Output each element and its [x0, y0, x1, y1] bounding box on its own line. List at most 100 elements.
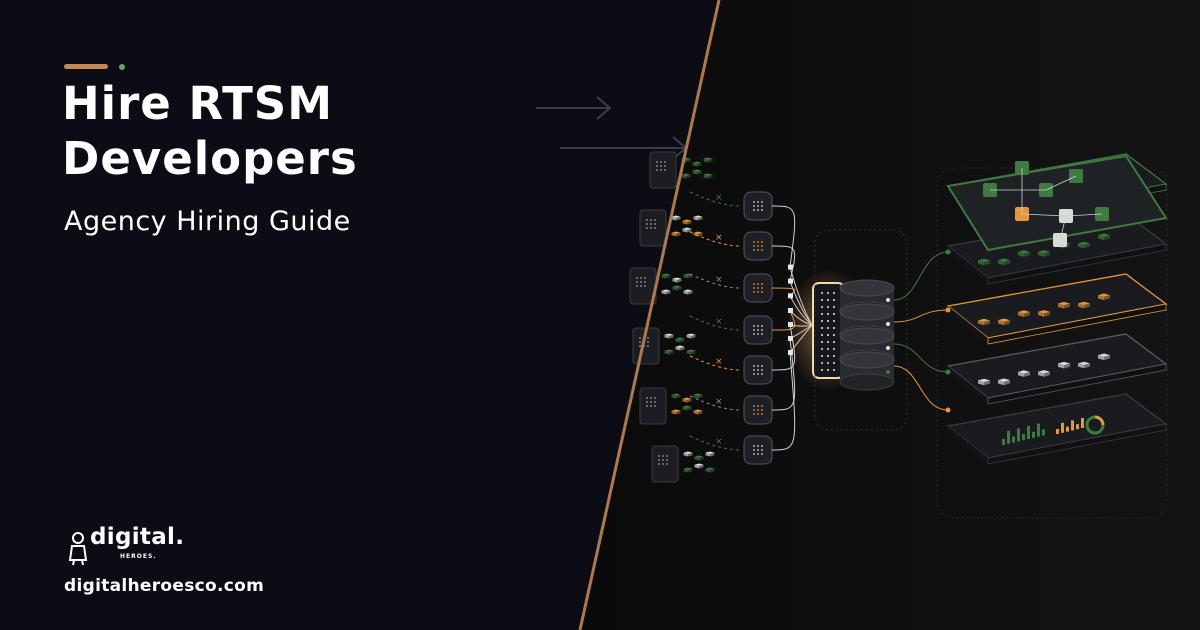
- server-card-icon: [639, 209, 667, 247]
- grid-dot: [757, 325, 759, 327]
- logo-icon: [68, 532, 88, 566]
- grid-dot: [646, 405, 648, 407]
- cube-right: [669, 334, 674, 339]
- grid-dot: [753, 325, 755, 327]
- cube-right: [1104, 355, 1110, 361]
- cube-top: [1038, 310, 1050, 314]
- x-marker: ×: [715, 437, 723, 447]
- connector-line: [689, 395, 741, 411]
- grid-dot: [656, 161, 658, 163]
- cube-tile: [998, 318, 1010, 326]
- cube-left: [1018, 251, 1024, 257]
- x-marker: ×: [715, 397, 723, 407]
- db-led: [886, 370, 890, 374]
- grid-dot: [753, 409, 755, 411]
- cube-tile: [692, 161, 702, 167]
- grid-dot: [833, 341, 835, 343]
- cube-right: [677, 278, 682, 283]
- grid-dot: [757, 373, 759, 375]
- grid-dot: [650, 397, 652, 399]
- grid-dot: [639, 341, 641, 343]
- cube-top: [692, 161, 702, 164]
- grid-dot: [833, 313, 835, 315]
- grid-dot: [636, 277, 638, 279]
- cube-top: [682, 219, 692, 222]
- grid-dot: [833, 327, 835, 329]
- grid-dot: [646, 219, 648, 221]
- cube-top: [998, 258, 1010, 262]
- cube-tile: [694, 463, 704, 469]
- grid-dot: [664, 169, 666, 171]
- cube-left: [692, 170, 697, 175]
- platform-edge: [948, 246, 988, 284]
- grid-dot: [761, 449, 763, 451]
- cube-left: [682, 398, 687, 403]
- cube-left: [1058, 303, 1064, 309]
- cube-tile: [686, 349, 696, 355]
- cube-left: [703, 158, 708, 163]
- cube-tile: [693, 393, 703, 399]
- grid-dot: [753, 365, 755, 367]
- cube-right: [1024, 251, 1030, 257]
- grid-dot: [757, 409, 759, 411]
- grid-dot: [827, 320, 829, 322]
- platform-edge: [948, 366, 988, 404]
- grid-dot: [761, 333, 763, 335]
- grid-dot: [827, 341, 829, 343]
- cube-tile: [675, 337, 685, 343]
- cube-top: [1098, 233, 1110, 237]
- website-link[interactable]: digitalheroesco.com: [64, 576, 265, 596]
- connector-line: [689, 191, 741, 207]
- cube-right: [1004, 320, 1010, 326]
- cube-tile: [1078, 301, 1090, 309]
- grid-dot: [647, 345, 649, 347]
- platform-edge: [987, 303, 1167, 345]
- grid-dot: [650, 401, 652, 403]
- cube-right: [708, 174, 713, 179]
- cube-tile: [682, 405, 692, 411]
- cube-right: [1004, 260, 1010, 266]
- flow-line: [893, 309, 949, 323]
- page-title: Hire RTSM Developers: [62, 77, 358, 185]
- junction-dot: [945, 307, 951, 313]
- grid-dot: [821, 369, 823, 371]
- junction-dot: [788, 264, 793, 270]
- database-icon: [839, 279, 895, 391]
- flow-edge: [1021, 213, 1067, 217]
- grid-dot: [827, 355, 829, 357]
- cube-tile: [1018, 310, 1030, 317]
- cube-tile: [683, 467, 693, 473]
- cube-tile: [703, 173, 713, 179]
- cube-right: [708, 158, 713, 163]
- cube-top: [1038, 370, 1050, 374]
- grid-dot: [654, 219, 656, 221]
- cube-right: [1024, 311, 1030, 317]
- cube-right: [1084, 363, 1090, 369]
- platform-stack: [936, 153, 1168, 519]
- cube-left: [1038, 371, 1044, 377]
- cube-tile: [675, 345, 685, 351]
- grid-dot: [666, 459, 668, 461]
- cube-right: [984, 260, 990, 266]
- cube-right: [691, 334, 696, 339]
- grid-dot: [757, 333, 759, 335]
- cube-right: [688, 452, 693, 457]
- cube-left: [1018, 311, 1024, 317]
- grid-dot: [654, 405, 656, 407]
- cube-top: [703, 157, 713, 160]
- cube-tile: [978, 378, 990, 386]
- cube-tile: [671, 409, 681, 415]
- grid-dot: [757, 405, 759, 407]
- grid-dot: [761, 245, 763, 247]
- cube-tile: [1078, 361, 1090, 369]
- cube-right: [669, 350, 674, 355]
- grid-dot: [827, 348, 829, 350]
- cube-right: [676, 410, 681, 415]
- cube-top: [1078, 361, 1090, 365]
- cube-left: [661, 290, 666, 295]
- cube-left: [661, 274, 666, 279]
- grid-dot: [662, 455, 664, 457]
- mini-bar: [1027, 426, 1030, 439]
- cube-left: [681, 174, 686, 179]
- grid-dot: [821, 341, 823, 343]
